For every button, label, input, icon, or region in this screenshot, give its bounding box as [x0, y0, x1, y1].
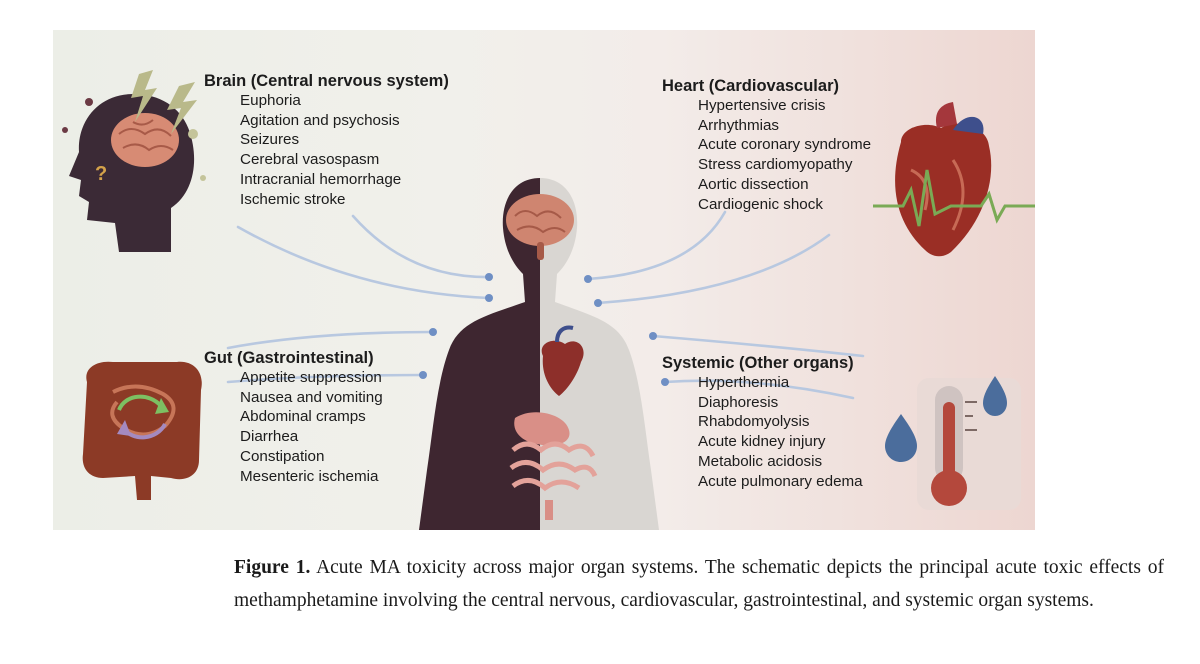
effect-item: Aortic dissection — [698, 175, 809, 193]
effect-item: Stress cardiomyopathy — [698, 156, 853, 174]
effect-item: Diaphoresis — [698, 393, 779, 411]
section-title: Systemic (Other organs) — [662, 354, 854, 372]
effect-item: Arrhythmias — [698, 116, 780, 134]
effect-item: Ischemic stroke — [240, 190, 346, 208]
body-digestive-icon — [509, 412, 598, 520]
section-systemic: Systemic (Other organs) Hyperthermia Dia… — [662, 353, 863, 491]
effect-item: Acute pulmonary edema — [698, 472, 863, 490]
figure-caption-label: Figure 1. — [234, 557, 311, 578]
connector-systemic-lower — [663, 379, 855, 400]
effect-item: Agitation and psychosis — [240, 111, 400, 129]
effect-item: Hyperthermia — [698, 374, 790, 391]
figure-illustration: ? — [62, 70, 1035, 530]
question-mark-icon: ? — [95, 163, 107, 185]
connector-heart-upper — [586, 210, 727, 281]
section-title: Gut (Gastrointestinal) — [204, 349, 374, 367]
section-title: Brain (Central nervous system) — [204, 72, 449, 90]
connector-gut-lower — [226, 373, 425, 384]
lightning-bolt-icon — [131, 70, 157, 122]
lightning-bolt-icon — [167, 82, 197, 134]
effect-item: Seizures — [240, 131, 300, 149]
effect-item: Constipation — [240, 447, 325, 465]
water-drop-icon — [983, 376, 1007, 416]
effect-list: Hypertensive crisis Arrhythmias Acute co… — [662, 96, 871, 214]
effect-item: Nausea and vomiting — [240, 388, 383, 406]
figure-panel: ? — [53, 30, 1035, 530]
effect-item: Cardiogenic shock — [698, 195, 823, 213]
section-brain: Brain (Central nervous system) Euphoria … — [204, 71, 449, 209]
body-silhouette — [419, 178, 659, 530]
effect-list: Appetite suppression Nausea and vomiting… — [204, 368, 383, 486]
connector-lines — [226, 210, 865, 400]
effect-item: Acute coronary syndrome — [698, 136, 872, 154]
section-title: Heart (Cardiovascular) — [662, 77, 839, 95]
effect-item: Diarrhea — [240, 428, 299, 446]
connector-brain-upper — [236, 225, 491, 300]
effect-item: Acute kidney injury — [698, 433, 826, 451]
effect-item: Euphoria — [240, 92, 301, 109]
effect-item: Cerebral vasospasm — [240, 151, 380, 169]
body-heart-icon — [541, 325, 584, 396]
figure-caption-text: Acute MA toxicity across major organ sys… — [234, 557, 1164, 611]
heart-icon — [873, 102, 1035, 257]
connector-gut-upper — [226, 330, 435, 350]
connector-dots — [419, 273, 669, 386]
effect-item: Abdominal cramps — [240, 408, 366, 426]
figure-caption: Figure 1. Acute MA toxicity across major… — [234, 551, 1164, 617]
intestine-icon — [82, 361, 202, 500]
head-brain-icon: ? — [62, 70, 206, 252]
effect-item: Hypertensive crisis — [698, 97, 826, 114]
effect-item: Rhabdomyolysis — [698, 413, 810, 431]
body-brain-icon — [506, 194, 574, 260]
connector-brain-lower — [351, 214, 491, 279]
effect-list: Euphoria Agitation and psychosis Seizure… — [204, 91, 449, 209]
section-gut: Gut (Gastrointestinal) Appetite suppress… — [204, 348, 383, 486]
section-heart: Heart (Cardiovascular) Hypertensive cris… — [662, 76, 871, 214]
effect-item: Intracranial hemorrhage — [240, 170, 402, 188]
effect-item: Appetite suppression — [240, 369, 382, 386]
water-drop-icon — [885, 414, 917, 462]
ecg-line — [873, 169, 1035, 227]
effect-item: Metabolic acidosis — [698, 452, 823, 470]
connector-systemic-upper — [651, 334, 865, 358]
effect-list: Hyperthermia Diaphoresis Rhabdomyolysis … — [662, 373, 863, 491]
connector-heart-lower — [596, 233, 831, 305]
effect-item: Mesenteric ischemia — [240, 467, 379, 485]
